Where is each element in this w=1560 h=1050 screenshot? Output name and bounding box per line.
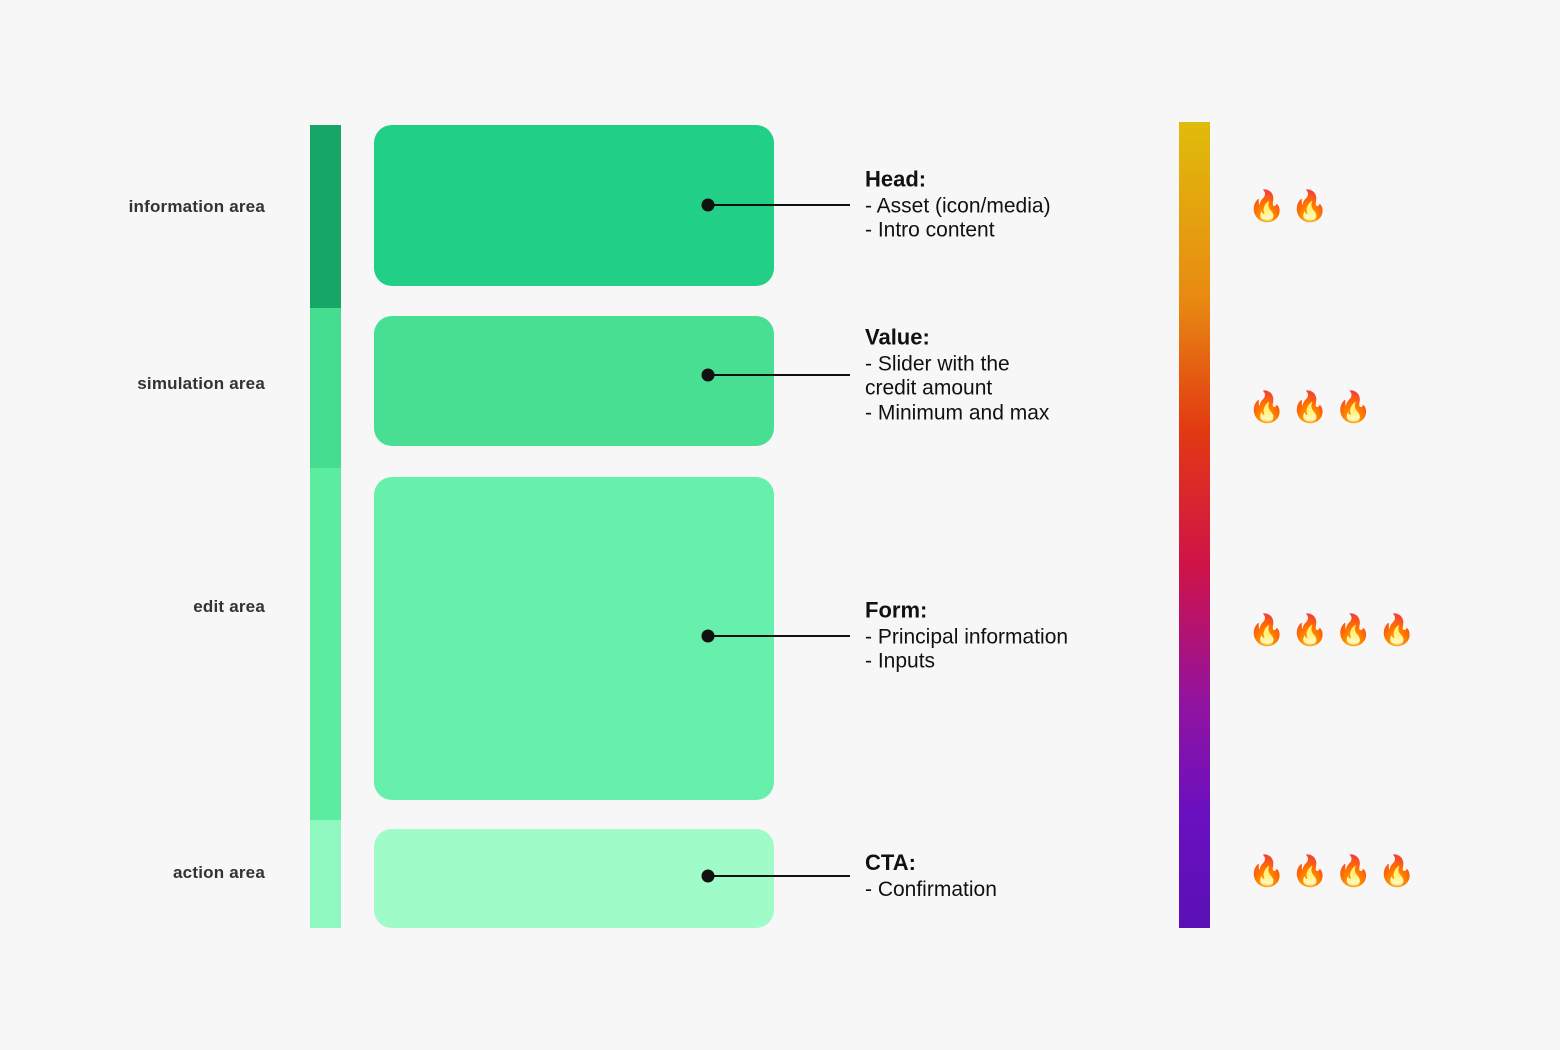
fire-icon: 🔥 xyxy=(1248,614,1292,647)
zone-label-1: simulation area xyxy=(137,374,265,393)
layout-block-1[interactable] xyxy=(374,316,774,446)
zone-label-column: information area simulation area edit area… xyxy=(60,0,265,1050)
annotation-title-0: Head: xyxy=(865,166,927,192)
fire-icon: 🔥 xyxy=(1378,614,1422,647)
annotation-line-0-1: - Intro content xyxy=(865,218,995,242)
fire-icon: 🔥 xyxy=(1378,855,1422,888)
annotation-line-1-2: - Minimum and max xyxy=(865,401,1050,425)
leader-line-3 xyxy=(708,875,850,877)
zone-label-3: action area xyxy=(173,863,265,882)
zone-label-0: information area xyxy=(128,197,265,216)
fire-rating-row-2: 🔥🔥🔥🔥 xyxy=(1248,616,1421,646)
stripe-segment-3 xyxy=(310,820,341,928)
fire-rating-row-1: 🔥🔥🔥 xyxy=(1248,393,1378,423)
stripe-segment-1 xyxy=(310,308,341,468)
stripe-segment-2 xyxy=(310,468,341,820)
fire-icon: 🔥 xyxy=(1291,391,1335,424)
fire-icon: 🔥 xyxy=(1334,391,1379,424)
fire-icon: 🔥 xyxy=(1334,614,1379,647)
fire-icon: 🔥 xyxy=(1248,855,1292,888)
fire-rating-row-0: 🔥🔥 xyxy=(1248,192,1335,222)
annotation-title-1: Value: xyxy=(865,324,930,350)
fire-icon: 🔥 xyxy=(1248,391,1292,424)
annotation-3: CTA:- Confirmation xyxy=(865,850,1285,902)
fire-icon: 🔥 xyxy=(1291,190,1335,223)
annotation-line-2-1: - Inputs xyxy=(865,649,936,673)
fire-icon: 🔥 xyxy=(1291,614,1335,647)
fire-icon: 🔥 xyxy=(1291,855,1335,888)
annotation-line-1-1: credit amount xyxy=(865,376,993,400)
annotation-0: Head:- Asset (icon/media)- Intro content xyxy=(865,167,1285,244)
annotation-line-3-0: - Confirmation xyxy=(865,877,997,901)
annotation-2: Form:- Principal information- Inputs xyxy=(865,598,1285,675)
annotation-title-2: Form: xyxy=(865,597,928,623)
leader-line-2 xyxy=(708,635,850,637)
annotation-line-2-0: - Principal information xyxy=(865,625,1069,649)
stripe-segment-0 xyxy=(310,125,341,308)
effort-gradient-bar xyxy=(1179,122,1210,928)
annotation-line-1-0: - Slider with the xyxy=(865,352,1010,376)
leader-line-1 xyxy=(708,374,850,376)
zone-intensity-stripe-bar xyxy=(310,125,341,928)
fire-rating-row-3: 🔥🔥🔥🔥 xyxy=(1248,857,1421,887)
fire-icon: 🔥 xyxy=(1334,855,1379,888)
leader-line-0 xyxy=(708,204,850,206)
annotation-title-3: CTA: xyxy=(865,849,916,875)
zone-label-2: edit area xyxy=(193,597,265,616)
annotation-line-0-0: - Asset (icon/media) xyxy=(865,194,1051,218)
fire-icon: 🔥 xyxy=(1248,190,1292,223)
